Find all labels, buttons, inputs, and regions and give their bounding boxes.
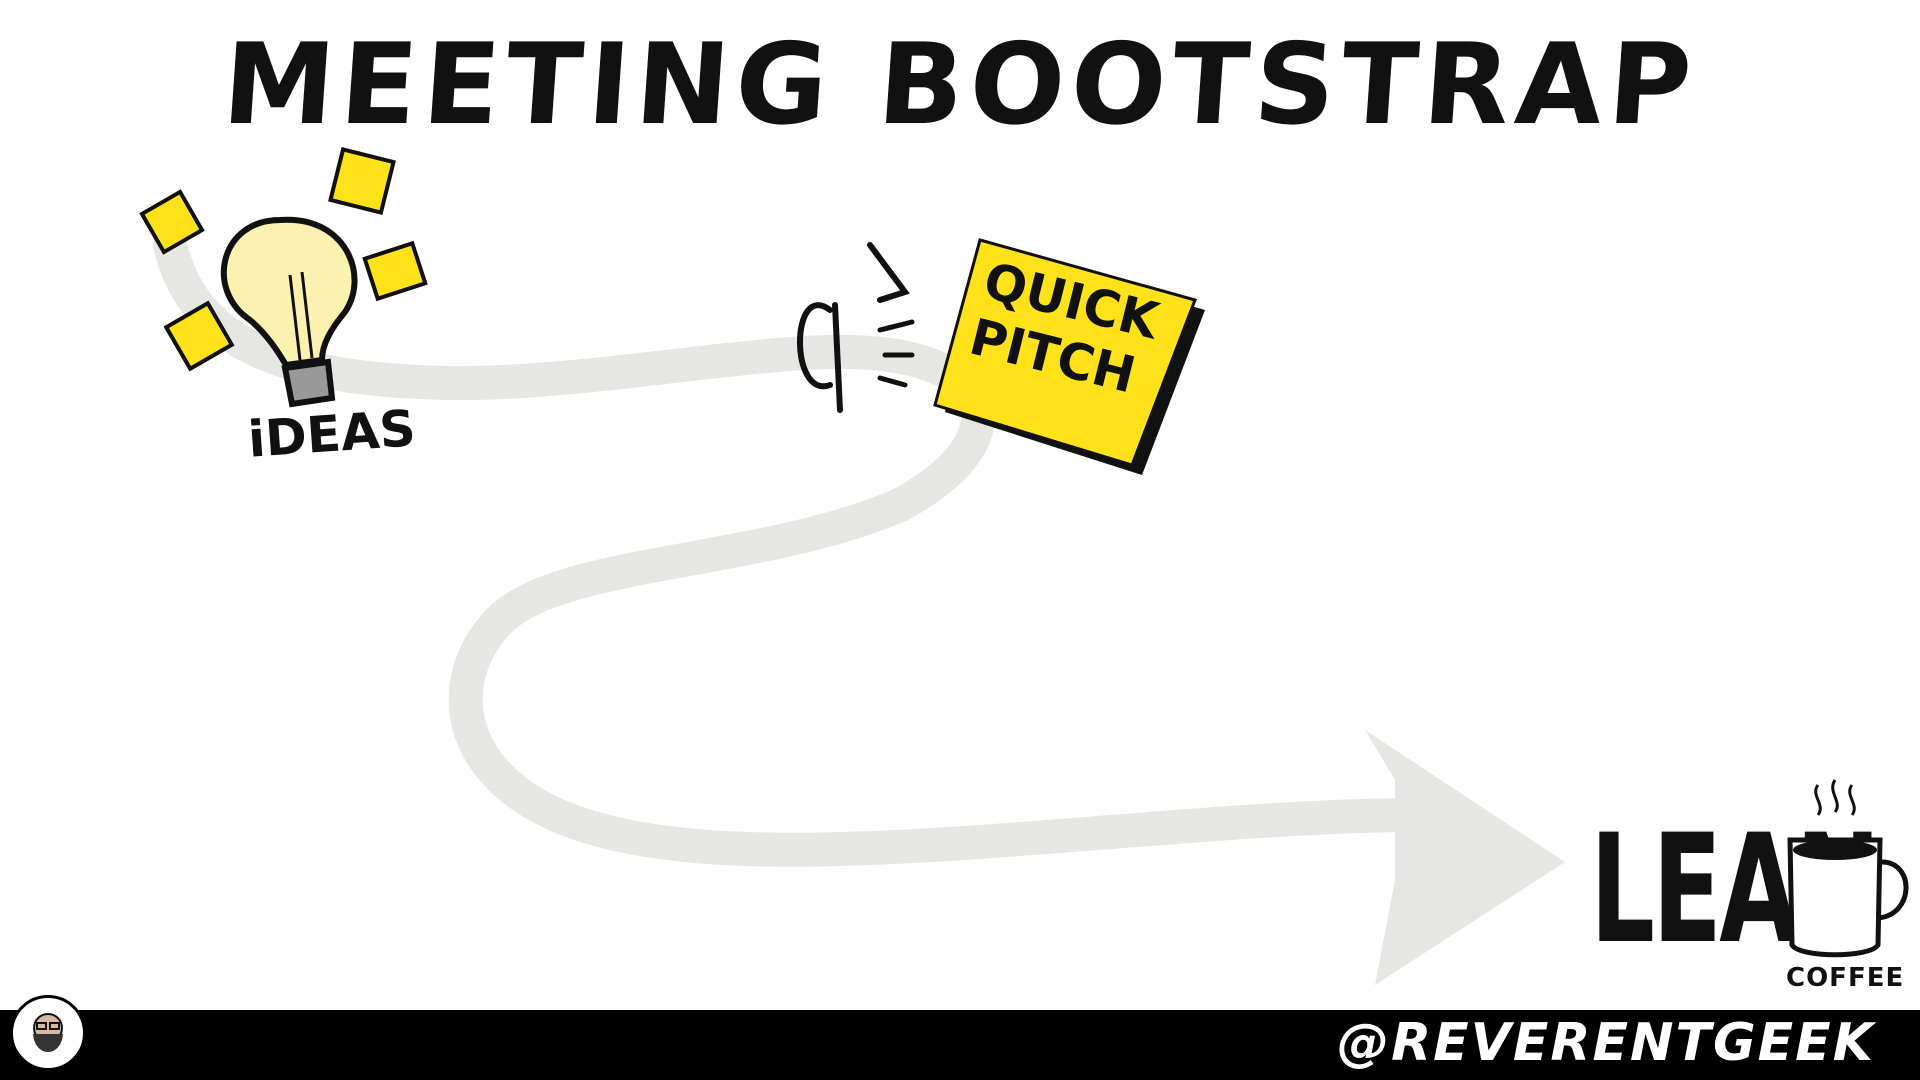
bulb-base (281, 358, 336, 408)
author-handle: @REVERENTGEEK (1337, 1013, 1875, 1073)
path-arrowhead (1365, 730, 1565, 985)
footer-bar (0, 1010, 1920, 1080)
path-body (153, 228, 1417, 867)
sticky-square (362, 240, 428, 302)
sticky-square (139, 189, 205, 255)
bulb-filament (288, 271, 314, 361)
idea-sticky-squares (139, 147, 428, 372)
sticky-square (328, 147, 396, 215)
coffee-logo-word: COFFEE (1786, 963, 1905, 993)
avatar-icon (10, 995, 86, 1071)
sticky-square (163, 300, 235, 372)
